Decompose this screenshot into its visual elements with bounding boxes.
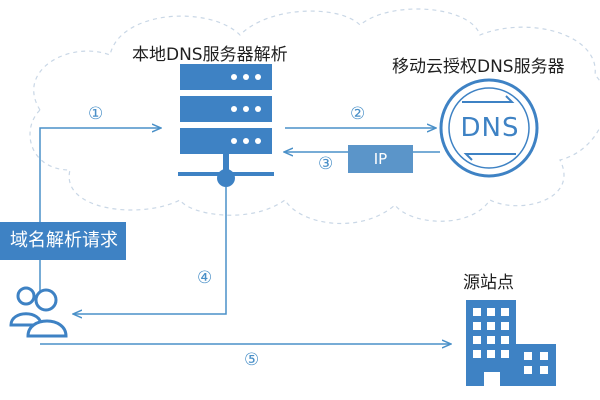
flow-arrow-1 [39,128,160,292]
request-label: 域名解析请求 [0,222,126,260]
dns-logo-text: DNS [460,113,520,143]
ip-badge: IP [348,145,413,173]
local-dns-title: 本地DNS服务器解析 [132,45,288,65]
auth-dns-title: 移动云授权DNS服务器 [392,57,565,77]
dns-globe-icon [439,78,539,178]
server-stack-icon [178,64,274,187]
step-3: ③ [318,154,334,174]
flow-arrow-4 [74,187,227,314]
users-icon [9,286,68,338]
step-1: ① [88,104,104,124]
step-4: ④ [197,268,213,288]
cloud-outline [29,8,600,225]
origin-title: 源站点 [463,273,514,293]
building-icon [466,300,556,386]
step-2: ② [350,104,366,124]
step-5: ⑤ [244,350,260,370]
